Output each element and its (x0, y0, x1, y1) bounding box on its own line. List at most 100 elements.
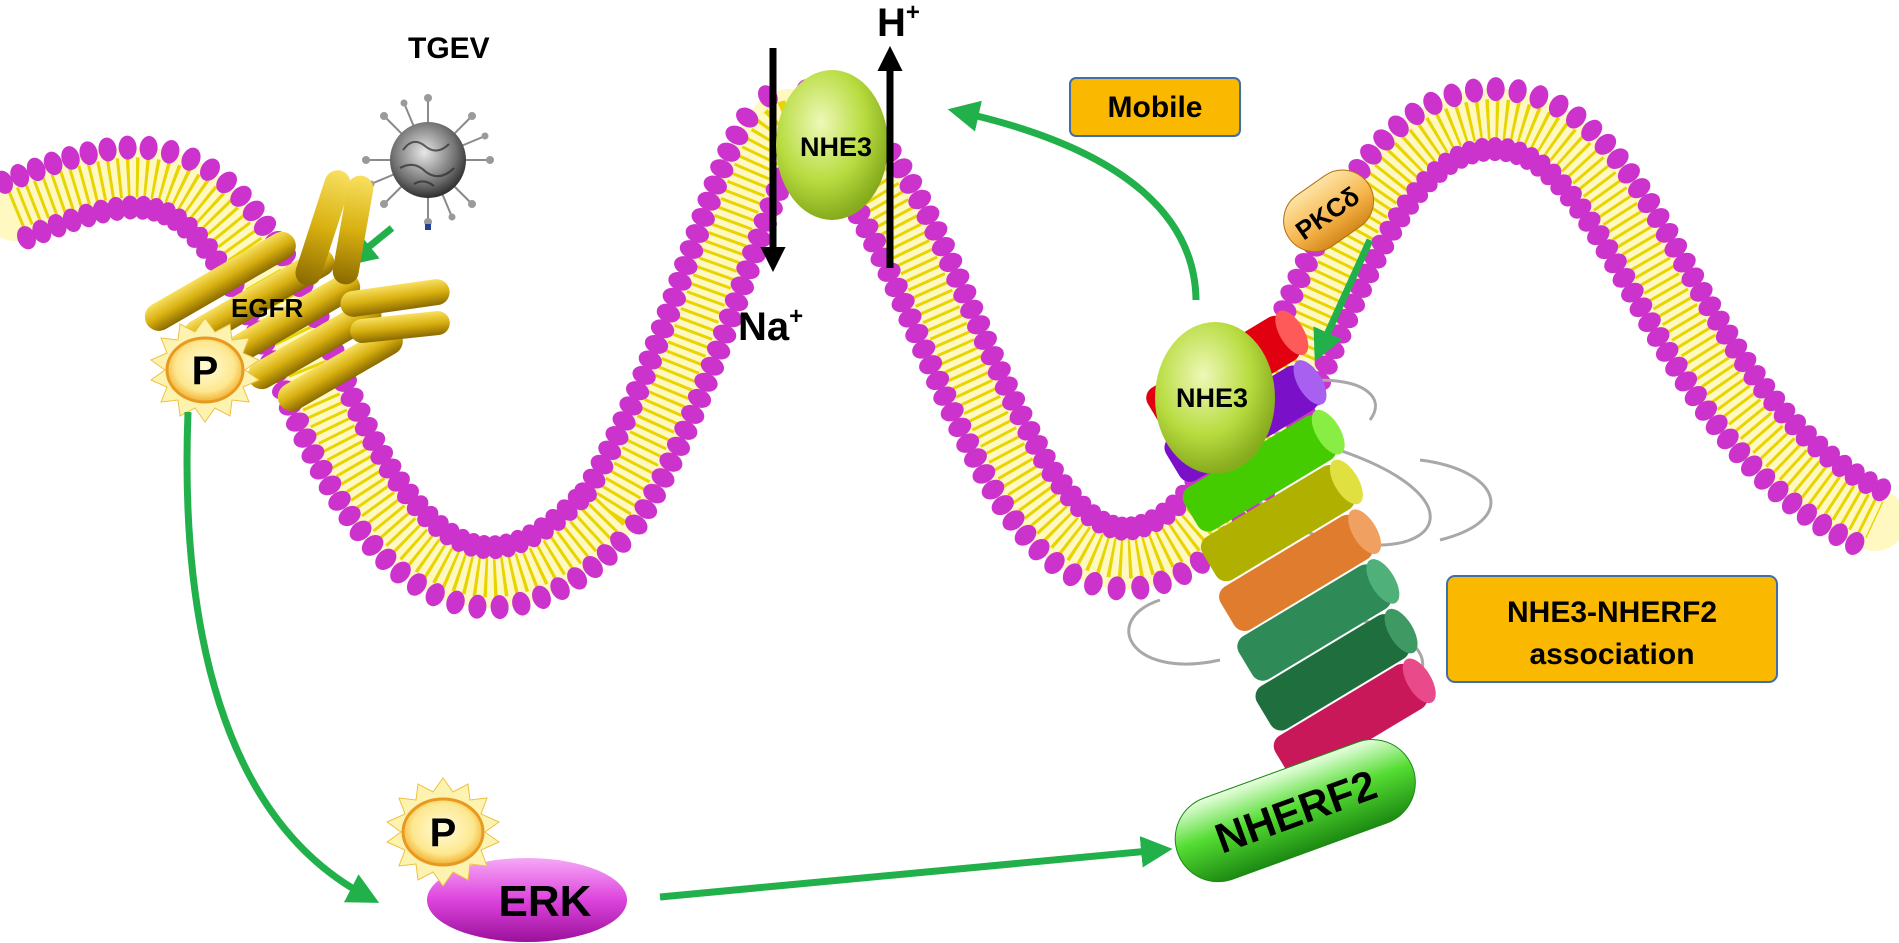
phospholipid-head (349, 520, 372, 542)
phospholipid-head (632, 365, 656, 385)
egfr-receptor (144, 170, 450, 412)
phospholipid-head (1707, 310, 1730, 331)
phospholipid-head (710, 159, 734, 179)
phospholipid-head (1002, 510, 1025, 531)
phospholipid-head (1646, 327, 1670, 347)
phospholipid-head (967, 315, 991, 335)
phospholipid-head (1017, 421, 1041, 441)
phospholipid-head (916, 205, 940, 225)
arrow-egfr-to-erk (183, 411, 380, 903)
phospholipid-head (981, 479, 1005, 500)
phospholipid-head (1508, 79, 1527, 104)
phospholipid-head (717, 142, 741, 162)
phospholipid-head (736, 107, 759, 128)
erk-protein (427, 858, 627, 942)
phospholipid-head (390, 561, 411, 584)
egfr-phosphate: P (149, 317, 261, 423)
phospholipid-head (1716, 428, 1739, 450)
phospholipid-head (1628, 178, 1651, 199)
phospholipid-head (626, 381, 650, 401)
phospholipid-head (703, 175, 727, 195)
phospholipid-head (681, 404, 705, 424)
phospholipid-head (1845, 532, 1865, 555)
phospholipid-head (1581, 119, 1603, 142)
arrow-erk-to-nherf2 (659, 836, 1173, 901)
phospholipid-head (908, 189, 932, 210)
phospholipid-head (1028, 538, 1050, 561)
phospholipid-head (1356, 263, 1380, 284)
phospholipid-head (1684, 386, 1707, 407)
phospholipid-head (662, 287, 686, 307)
phospholipid-head (651, 468, 675, 488)
phospholipid-head (919, 355, 943, 375)
phospholipid-head (679, 240, 704, 259)
phospholipid-head (610, 531, 632, 553)
phospholipid-head (1153, 570, 1172, 595)
phospholipid-head (574, 482, 597, 503)
phospholipid-head (956, 433, 980, 453)
phospholipid-head (590, 454, 614, 475)
phospholipid-head (1360, 143, 1382, 165)
phospholipid-head (1606, 148, 1629, 169)
nherf2-capsule (1174, 739, 1416, 883)
h-ion-text: H (877, 1, 906, 45)
phospholipid-head (730, 276, 754, 296)
phospholipid-head (1189, 551, 1210, 574)
phospholipid-head (659, 452, 683, 472)
phospholipid-head (700, 356, 725, 376)
phospholipid-head (92, 199, 112, 224)
phospholipid-head (216, 171, 237, 194)
phospholipid-head (43, 151, 63, 176)
nhe3-top-label: NHE3 (800, 132, 872, 162)
phospholipid-head (1025, 435, 1048, 455)
phospholipid-head (47, 214, 67, 238)
erk-p-label: P (430, 811, 457, 855)
phospholipid-head (1621, 282, 1644, 303)
phospholipid-head (347, 402, 371, 422)
phospholipid-head (1655, 341, 1679, 362)
phospholipid-head (406, 573, 427, 596)
phospholipid-head (718, 308, 743, 328)
phospholipid-head (10, 164, 30, 188)
virus-icon (362, 94, 494, 230)
phospholipid-head (697, 191, 721, 211)
phospholipid-head (121, 195, 140, 220)
phospholipid-head (318, 475, 342, 496)
phospholipid-heads-inner (0, 77, 1892, 560)
phospholipid-head (605, 426, 629, 446)
phospholipid-head (994, 376, 1018, 396)
arrow-mobile-translocation (947, 100, 1200, 301)
phospholipid-head (674, 256, 698, 275)
phospholipid-head (512, 591, 531, 616)
phospholipid-head (98, 137, 117, 162)
phospholipid-head (939, 252, 963, 272)
phospholipid-head (742, 244, 766, 264)
phospholipid-head (694, 372, 718, 392)
phospholipid-head (1084, 571, 1103, 596)
phospholipid-head (468, 594, 487, 619)
phospholipid-head (931, 236, 955, 257)
phospholipid-head (736, 260, 760, 280)
phospholipid-head (62, 208, 82, 233)
phospholipid-head (1646, 208, 1670, 228)
phospholipid-head (940, 402, 964, 422)
nhe3-top-transporter (776, 70, 888, 220)
phospholipid-head (1062, 563, 1083, 587)
phospholipid-head (1341, 293, 1366, 313)
phospholipid-head (1423, 91, 1443, 115)
egfr-p-label: P (192, 349, 219, 393)
phospholipid-head (625, 514, 648, 535)
phospholipid-head (1724, 338, 1748, 359)
phospholipid-head (638, 350, 662, 370)
phospholipid-head (725, 125, 749, 146)
phospholipid-head (61, 146, 80, 170)
phospholipid-head (991, 495, 1014, 516)
phospholipid-head (1655, 223, 1679, 243)
phospholipid-head (987, 361, 1011, 381)
phospholipid-head (107, 196, 126, 221)
nhe3-low-label: NHE3 (1176, 383, 1248, 413)
phospholipid-head (0, 170, 13, 194)
phospholipid-head (619, 396, 643, 416)
phospholipid-head (1443, 83, 1463, 108)
